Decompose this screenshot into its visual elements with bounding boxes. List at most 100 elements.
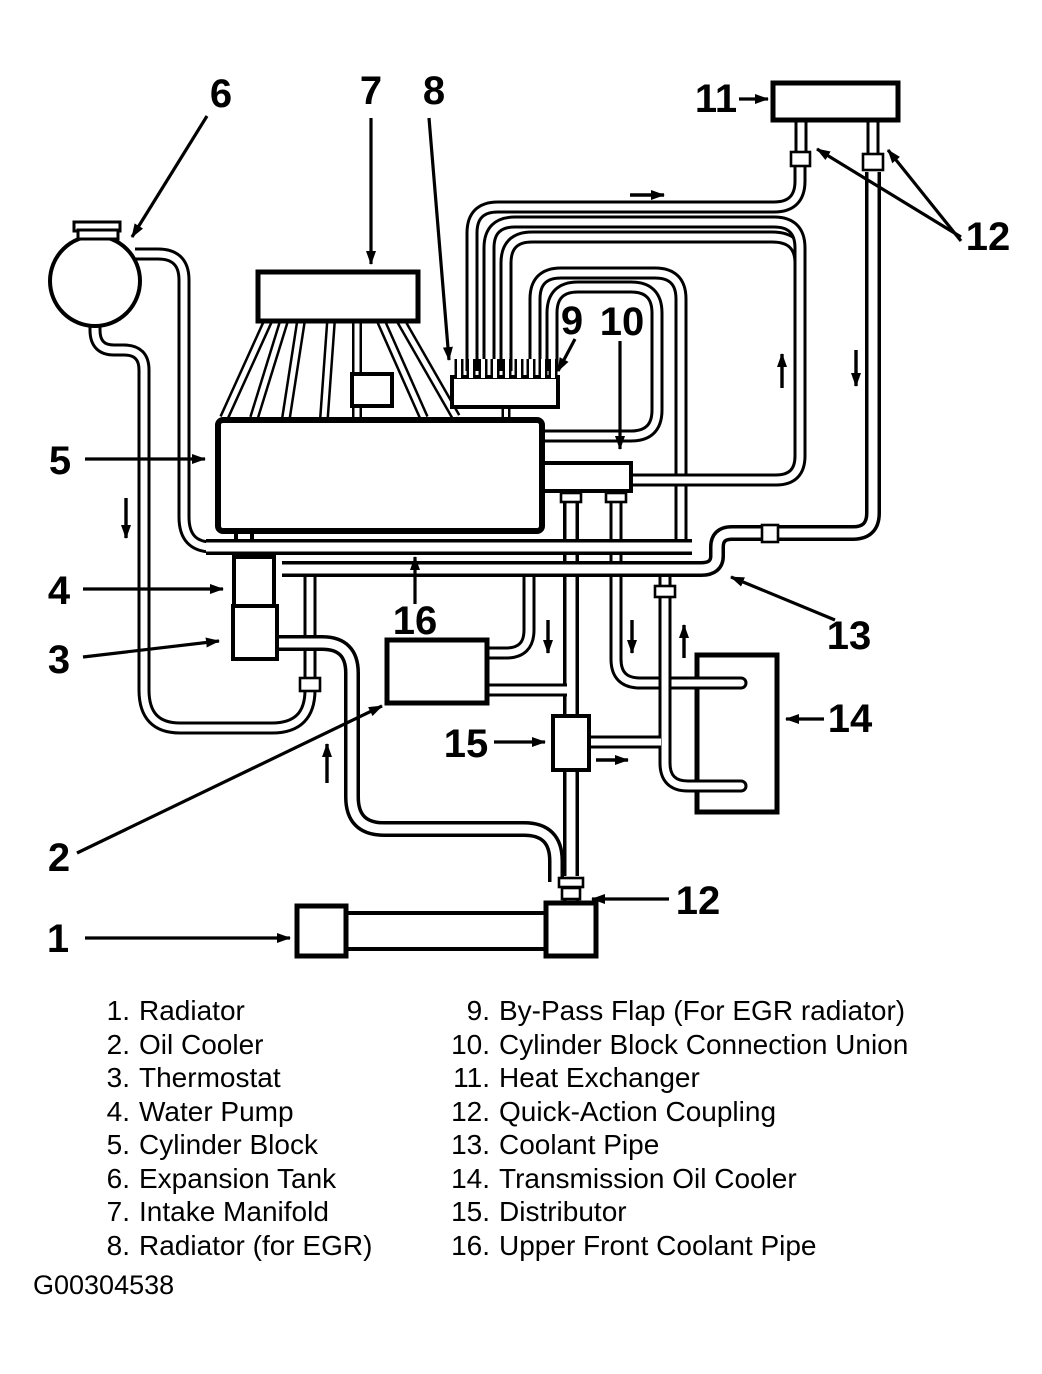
thermostat-box	[231, 604, 279, 661]
callout-10: 10	[600, 300, 645, 344]
legend-num-4: 4.	[106, 1095, 130, 1127]
legend-item-12: 12. Quick-Action Coupling	[446, 1095, 908, 1129]
callout-12-top-leader-b	[886, 148, 963, 243]
legend-num-11: 11.	[453, 1062, 490, 1093]
legend-column-right: 9. By-Pass Flap (For EGR radiator) 10. Cyl…	[446, 994, 908, 1262]
expansion-tank-cap-lower	[76, 228, 120, 241]
callout-3: 3	[48, 638, 70, 682]
legend-label-1: Radiator	[139, 995, 245, 1026]
legend-label-13: Coolant Pipe	[499, 1129, 660, 1160]
legend-item-15: 15. Distributor	[446, 1195, 908, 1229]
legend-label-5: Cylinder Block	[139, 1129, 318, 1160]
block-connection-union-box	[541, 461, 633, 493]
legend-item-5: 5. Cylinder Block	[92, 1128, 372, 1162]
egr-radiator-box	[450, 375, 560, 409]
callout-16: 16	[393, 599, 438, 643]
callout-labels: 6 7 8 9 10 11 12 5 4 3 2 1 16 15 13 14 1…	[47, 69, 1010, 961]
legend-label-6: Expansion Tank	[139, 1162, 337, 1194]
callout-11: 11	[695, 77, 737, 121]
legend-item-6: 6. Expansion Tank	[92, 1162, 372, 1196]
pipe-clamp-transmission	[653, 584, 677, 599]
legend-label-10: Cylinder Block Connection Union	[499, 1028, 909, 1060]
legend-label-9: By-Pass Flap (For EGR radiator)	[499, 995, 906, 1026]
legend-label-16: Upper Front Coolant Pipe	[499, 1229, 817, 1261]
oil-cooler-box	[384, 637, 490, 706]
legend-item-7: 7. Intake Manifold	[92, 1195, 372, 1229]
figure-code: G00304538	[33, 1270, 175, 1300]
flow-arrows	[121, 190, 861, 783]
quick-coupling-bottom-a	[557, 876, 585, 889]
radiator-left-tank	[294, 903, 349, 959]
expansion-tank-circle	[48, 234, 142, 328]
legend-label-2: Oil Cooler	[139, 1028, 264, 1060]
legend-num-7: 7.	[106, 1196, 130, 1227]
callout-14: 14	[828, 697, 873, 741]
legend-label-8: Radiator (for EGR)	[139, 1229, 373, 1261]
egr-radiator-fins	[454, 359, 558, 378]
callout-leaders	[76, 94, 963, 943]
legend-item-10: 10. Cylinder Block Connection Union	[446, 1028, 908, 1062]
pipe-union-collar	[760, 523, 780, 544]
callout-15: 15	[444, 722, 489, 766]
legend-item-3: 3. Thermostat	[92, 1061, 372, 1095]
pipe-joint-left-loop	[298, 676, 322, 693]
legend-num-10: 10.	[451, 1028, 490, 1060]
diagram-canvas: 6 7 8 9 10 11 12 5 4 3 2 1 16 15 13 14 1…	[47, 69, 1010, 961]
legend-label-7: Intake Manifold	[139, 1196, 329, 1227]
callout-5: 5	[49, 439, 71, 483]
legend-num-15: 15.	[451, 1196, 490, 1227]
legend-label-3: Thermostat	[139, 1062, 281, 1093]
callout-9: 9	[561, 299, 583, 343]
heat-exchanger-box	[770, 80, 901, 123]
legend-item-13: 13. Coolant Pipe	[446, 1128, 908, 1162]
water-pump-box	[232, 555, 276, 610]
legend-num-13: 13.	[451, 1129, 490, 1160]
legend-num-14: 14.	[451, 1162, 490, 1194]
intake-manifold-box	[255, 269, 421, 324]
intake-manifold-runners	[219, 318, 461, 421]
legend-num-6: 6.	[106, 1162, 130, 1194]
legend-num-12: 12.	[451, 1095, 490, 1127]
legend-num-5: 5.	[106, 1129, 130, 1160]
callout-12-top-leader-a	[816, 147, 962, 239]
callout-6: 6	[210, 72, 232, 116]
callout-2: 2	[48, 836, 70, 880]
radiator-right-tank	[543, 900, 599, 959]
callout-8: 8	[423, 69, 445, 113]
legend-item-11: 11. Heat Exchanger	[446, 1061, 908, 1095]
legend-num-8: 8.	[106, 1229, 130, 1261]
pipe-clamp-union-b	[604, 491, 628, 504]
legend-num-3: 3.	[106, 1062, 130, 1093]
distributor-box	[551, 714, 591, 772]
legend-num-9: 9.	[466, 995, 490, 1026]
legend-item-4: 4. Water Pump	[92, 1095, 372, 1129]
legend-label-15: Distributor	[499, 1196, 627, 1227]
quick-coupling-right	[861, 152, 885, 172]
legend-label-11: Heat Exchanger	[499, 1062, 700, 1093]
legend-num-2: 2.	[106, 1028, 130, 1060]
pipe-oil-cooler-lines	[488, 566, 567, 690]
legend-label-4: Water Pump	[139, 1095, 294, 1127]
callout-6-leader	[130, 115, 209, 238]
callout-8-leader	[427, 117, 453, 361]
callout-2-leader	[76, 704, 383, 855]
legend-num-16: 16.	[451, 1229, 490, 1261]
legend-item-1: 1. Radiator	[92, 994, 372, 1028]
pipe-clamp-union-a	[559, 491, 583, 504]
radiator-core-tube	[343, 911, 552, 951]
callout-4: 4	[48, 569, 71, 613]
legend-num-1: 1.	[106, 995, 130, 1026]
manifold-riser-box	[350, 372, 394, 408]
cylinder-block-box	[215, 417, 545, 534]
callout-13-leader	[730, 575, 836, 622]
legend-item-2: 2. Oil Cooler	[92, 1028, 372, 1062]
callout-12-top: 12	[966, 215, 1011, 259]
legend-item-14: 14.Transmission Oil Cooler	[446, 1162, 908, 1196]
quick-coupling-left	[789, 150, 812, 168]
callout-1: 1	[47, 917, 69, 961]
callout-7: 7	[360, 69, 382, 113]
legend-column-left: 1. Radiator 2. Oil Cooler 3. Thermostat 4. W…	[92, 994, 373, 1262]
callout-13: 13	[827, 614, 872, 658]
legend-label-12: Quick-Action Coupling	[499, 1095, 777, 1127]
